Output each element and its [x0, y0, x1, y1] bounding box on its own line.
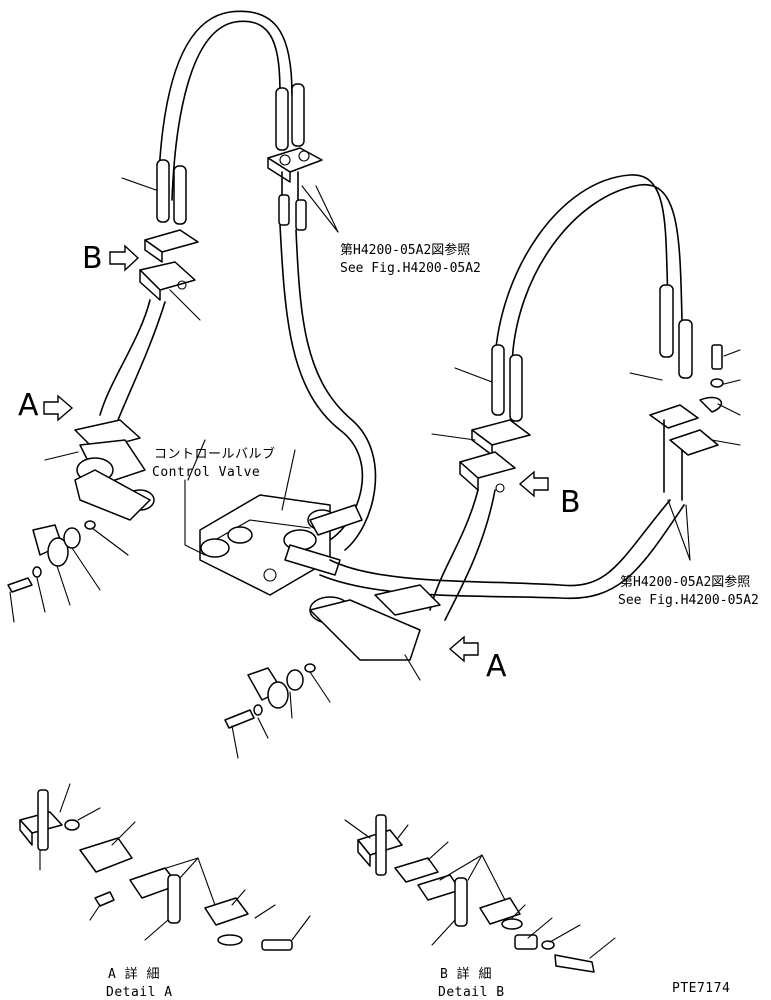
left-exploded-parts [7, 520, 316, 729]
arrow-b-left [109, 244, 140, 272]
callout-a-right: A [486, 649, 507, 684]
reference-label-en-1: See Fig.H4200-05A2 [340, 261, 481, 276]
reference-label-en-2: See Fig.H4200-05A2 [618, 593, 759, 608]
control-valve [184, 479, 363, 596]
control-valve-label-jp: コントロールバルブ [154, 446, 276, 462]
callout-a-left: A [18, 388, 39, 423]
connecting-hose [319, 499, 685, 600]
detail-a-title-en: Detail A [106, 985, 173, 1000]
arrow-b-right [518, 470, 549, 498]
arrow-a-right [448, 635, 479, 663]
callout-b-left: B [82, 241, 103, 276]
reference-label-jp-1: 第H4200-05A2図参照 [340, 242, 470, 258]
detail-b-title-en: Detail B [438, 985, 505, 1000]
detail-b-title-jp: B 詳 細 [440, 966, 492, 982]
detail-b-drawing [344, 814, 616, 973]
reference-label-jp-2: 第H4200-05A2図参照 [620, 574, 750, 590]
detail-a-title-jp: A 詳 細 [108, 966, 160, 982]
left-hose-assembly [74, 10, 377, 551]
control-valve-label-en: Control Valve [152, 465, 260, 480]
detail-a-drawing [19, 783, 311, 951]
arrow-a-left [43, 394, 74, 422]
right-hose-assembly [309, 174, 724, 661]
callout-b-right: B [560, 485, 581, 520]
drawing-number: PTE7174 [672, 981, 730, 996]
leader-lines [9, 177, 741, 759]
callout-arrows[interactable] [43, 244, 549, 663]
